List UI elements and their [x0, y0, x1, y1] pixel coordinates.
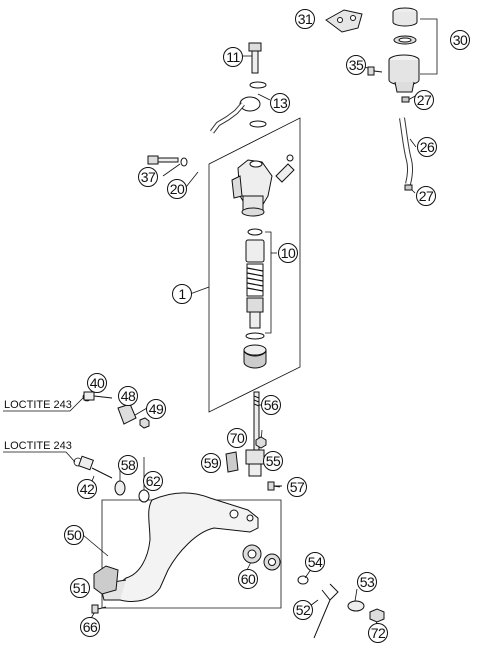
callout-53: 53	[357, 572, 377, 592]
loctite-note: LOCTITE 243	[4, 440, 72, 452]
part-30-reservoir	[388, 7, 420, 93]
callout-55: 55	[263, 451, 283, 471]
leader-lines	[82, 55, 418, 628]
callout-40: 40	[87, 373, 107, 393]
callout-48: 48	[118, 386, 138, 406]
callout-59: 59	[201, 453, 221, 473]
callout-13: 13	[270, 93, 290, 113]
part-42-bolt	[78, 455, 113, 479]
part-57-pin	[267, 481, 282, 491]
callout-20: 20	[167, 179, 187, 199]
callout-50: 50	[64, 525, 84, 545]
callout-54: 54	[305, 552, 325, 572]
part-48-bushing	[117, 403, 137, 425]
part-52-spring	[313, 583, 339, 639]
callout-27: 27	[414, 90, 434, 110]
callout-37: 37	[138, 167, 158, 187]
loctite-note-2-leader	[3, 451, 76, 463]
callout-49: 49	[146, 399, 166, 419]
callout-58: 58	[118, 455, 138, 475]
part-59-clip	[225, 451, 239, 473]
part-10-piston-kit	[243, 228, 267, 369]
callout-60: 60	[238, 569, 258, 589]
callout-11: 11	[223, 47, 243, 67]
callout-31: 31	[295, 9, 315, 29]
part-51-pad	[93, 565, 119, 595]
part-37-bolt	[147, 155, 179, 165]
part-66-pin	[91, 604, 107, 614]
part-1-master-cylinder	[231, 154, 295, 217]
callout-10: 10	[278, 243, 298, 263]
callout-51: 51	[70, 578, 90, 598]
master-cylinder-group-box	[208, 117, 301, 413]
callout-27: 27	[416, 186, 436, 206]
part-50-brake-pedal	[113, 492, 259, 602]
loctite-note: LOCTITE 243	[4, 399, 72, 411]
callout-1: 1	[172, 284, 192, 304]
callout-66: 66	[80, 617, 100, 637]
part-31-cap-plate	[325, 9, 363, 33]
callout-35: 35	[346, 55, 366, 75]
loctite-note-1-leader	[3, 397, 84, 412]
callout-26: 26	[417, 137, 437, 157]
callout-57: 57	[287, 477, 307, 497]
callout-30: 30	[450, 30, 470, 50]
reservoir-bracket	[420, 18, 438, 75]
callout-70: 70	[227, 428, 247, 448]
callout-56: 56	[261, 395, 281, 415]
part-55-fork	[245, 449, 265, 477]
piston-kit-bracket	[265, 231, 272, 334]
part-11-banjo-bolt	[248, 42, 262, 74]
callout-72: 72	[368, 623, 388, 643]
callout-62: 62	[143, 471, 163, 491]
callout-42: 42	[77, 479, 97, 499]
callout-52: 52	[293, 600, 313, 620]
part-35-screw	[367, 66, 383, 76]
part-40-screw	[83, 391, 113, 401]
